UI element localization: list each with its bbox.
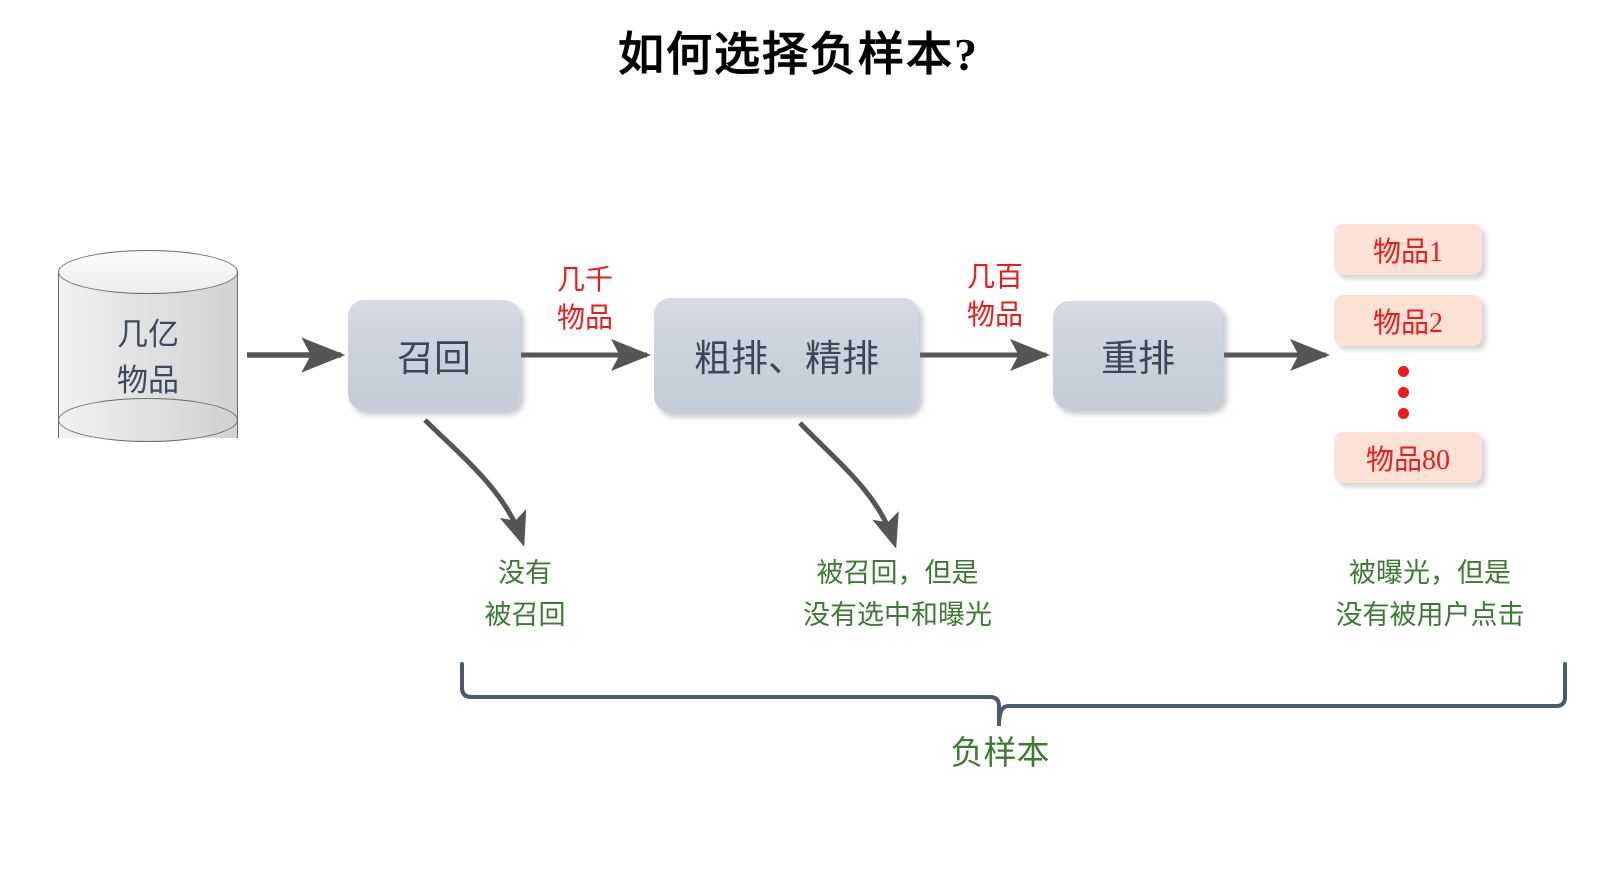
- stage-box-recall[interactable]: 召回: [348, 300, 520, 410]
- negative-sample-brace: [460, 662, 1567, 727]
- vertical-ellipsis-icon: [1398, 366, 1414, 420]
- cylinder-bottom-ellipse: [58, 398, 238, 442]
- note-not-exposed: 被召回，但是 没有选中和曝光: [803, 558, 992, 630]
- count-label-hundreds: 几百 物品: [966, 262, 1023, 331]
- page-title: 如何选择负样本?: [618, 29, 979, 80]
- count-label-thousands: 几千 物品: [556, 265, 613, 334]
- cylinder-label: 几亿 物品: [117, 317, 179, 398]
- note-not-recalled: 没有 被召回: [484, 558, 566, 630]
- stage-box-rerank[interactable]: 重排: [1053, 301, 1223, 409]
- stage-box-rank[interactable]: 粗排、精排: [654, 298, 919, 412]
- brace-label-negative-samples: 负样本: [950, 736, 1050, 772]
- curved-arrow-recall-dropoff: [423, 418, 527, 547]
- curved-arrow-rank-dropoff: [798, 421, 899, 549]
- item-box-last[interactable]: 物品80: [1334, 432, 1482, 483]
- item-box-first[interactable]: 物品1: [1334, 224, 1482, 275]
- item-box-second[interactable]: 物品2: [1334, 295, 1482, 346]
- source-cylinder: 几亿 物品: [58, 250, 240, 460]
- note-not-clicked: 被曝光，但是 没有被用户点击: [1335, 558, 1525, 630]
- cylinder-top-ellipse: [58, 250, 238, 294]
